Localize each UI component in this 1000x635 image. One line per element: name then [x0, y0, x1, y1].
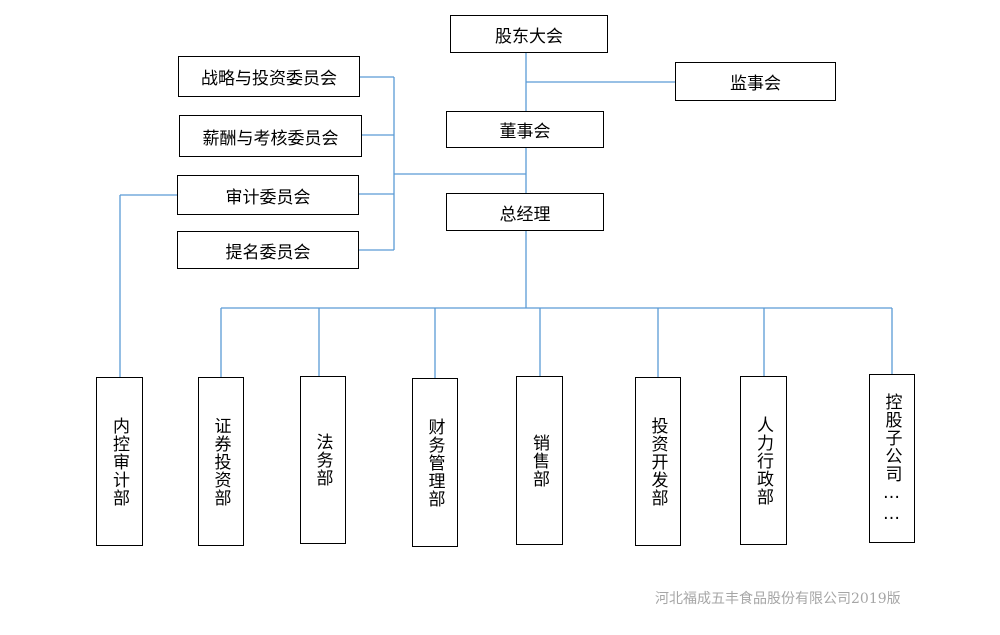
board-of-directors-box: 董事会 — [446, 111, 604, 148]
dept-internal-audit: 内控审计部 — [96, 377, 143, 546]
committee-audit: 审计委员会 — [177, 175, 359, 215]
shareholders-meeting-box: 股东大会 — [450, 15, 608, 53]
dept-investment-development: 投资开发部 — [635, 377, 681, 546]
dept-hr-admin: 人力行政部 — [740, 376, 787, 545]
supervisory-board-box: 监事会 — [675, 62, 836, 101]
dept-subsidiaries: 控股子公司…… — [869, 374, 915, 543]
committee-nomination: 提名委员会 — [177, 231, 359, 269]
dept-sales: 销售部 — [516, 376, 563, 545]
general-manager-box: 总经理 — [446, 193, 604, 231]
dept-securities-investment: 证券投资部 — [198, 377, 244, 546]
footer-caption: 河北福成五丰食品股份有限公司2019版 — [655, 591, 901, 607]
dept-legal: 法务部 — [300, 376, 346, 544]
committee-compensation-assessment: 薪酬与考核委员会 — [179, 115, 362, 157]
dept-finance: 财务管理部 — [412, 378, 458, 547]
committee-strategy-investment: 战略与投资委员会 — [178, 56, 360, 97]
